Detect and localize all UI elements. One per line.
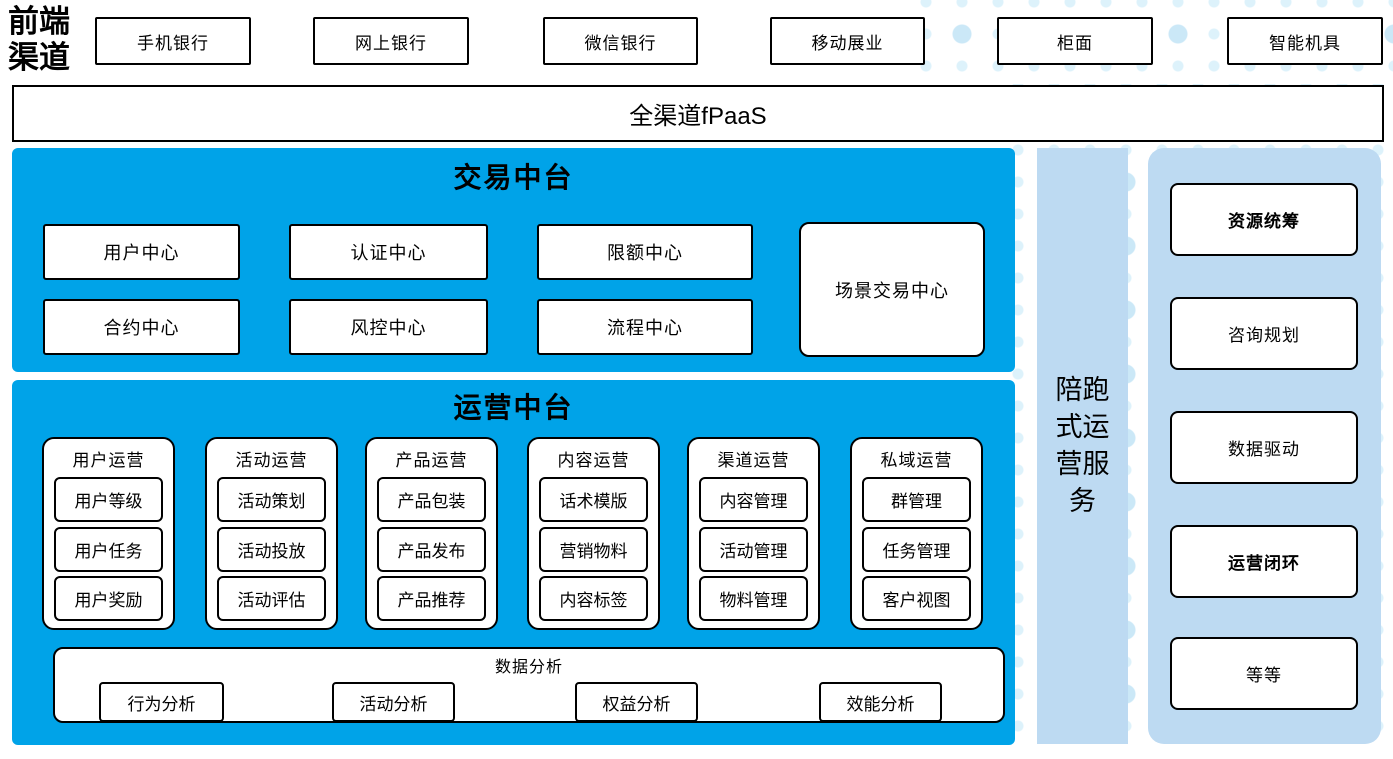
operations-platform-title: 运营中台 xyxy=(453,393,574,424)
transaction-platform-section: 交易中台 用户中心 认证中心 限额中心 合约中心 风控中心 流程中心 场景交易中… xyxy=(12,148,1015,372)
coaching-operations-service-label: 陪跑式运营服务 xyxy=(1055,375,1110,516)
trade-box-process-center: 流程中心 xyxy=(537,299,753,355)
ops-item: 内容管理 xyxy=(699,477,808,522)
ops-column-header: 私域运营 xyxy=(880,451,953,470)
ops-item: 用户奖励 xyxy=(54,576,163,621)
transaction-boxes-grid: 用户中心 认证中心 限额中心 合约中心 风控中心 流程中心 xyxy=(43,224,753,355)
service-box-resource-coordination: 资源统筹 xyxy=(1170,183,1358,256)
data-analysis-panel: 数据分析 行为分析 活动分析 权益分析 效能分析 xyxy=(53,647,1005,723)
trade-box-risk-center: 风控中心 xyxy=(289,299,488,355)
frontend-channels-label: 前端渠道 xyxy=(8,4,70,75)
ops-item: 产品包装 xyxy=(377,477,486,522)
ops-item: 任务管理 xyxy=(862,527,971,572)
trade-box-user-center: 用户中心 xyxy=(43,224,240,280)
ops-item: 活动评估 xyxy=(217,576,326,621)
ops-item: 活动管理 xyxy=(699,527,808,572)
analysis-item-rights: 权益分析 xyxy=(575,682,698,722)
ops-column-header: 内容运营 xyxy=(557,451,630,470)
coaching-operations-service-bar: 陪跑式运营服务 xyxy=(1037,148,1128,744)
ops-column-header: 活动运营 xyxy=(235,451,308,470)
ops-item: 群管理 xyxy=(862,477,971,522)
fpaas-bar: 全渠道fPaaS xyxy=(12,85,1384,142)
ops-item: 内容标签 xyxy=(539,576,648,621)
ops-item: 营销物料 xyxy=(539,527,648,572)
ops-item: 产品发布 xyxy=(377,527,486,572)
ops-item: 话术模版 xyxy=(539,477,648,522)
channel-box-mobile-banking: 手机银行 xyxy=(95,17,251,65)
channel-box-mobile-outreach: 移动展业 xyxy=(770,17,925,65)
trade-box-auth-center: 认证中心 xyxy=(289,224,488,280)
ops-item: 活动投放 xyxy=(217,527,326,572)
channel-box-online-banking: 网上银行 xyxy=(313,17,469,65)
ops-column-activity: 活动运营 活动策划 活动投放 活动评估 xyxy=(205,437,338,630)
ops-column-header: 产品运营 xyxy=(395,451,468,470)
data-analysis-title: 数据分析 xyxy=(494,659,563,676)
trade-box-limit-center: 限额中心 xyxy=(537,224,753,280)
ops-column-product: 产品运营 产品包装 产品发布 产品推荐 xyxy=(365,437,498,630)
ops-column-header: 渠道运营 xyxy=(717,451,790,470)
ops-item: 用户任务 xyxy=(54,527,163,572)
transaction-platform-title: 交易中台 xyxy=(453,163,574,194)
ops-column-content: 内容运营 话术模版 营销物料 内容标签 xyxy=(527,437,660,630)
scene-transaction-center-box: 场景交易中心 xyxy=(799,222,985,357)
ops-column-private-domain: 私域运营 群管理 任务管理 客户视图 xyxy=(850,437,983,630)
service-box-data-driven: 数据驱动 xyxy=(1170,411,1358,484)
channel-box-counter: 柜面 xyxy=(997,17,1153,65)
service-box-operations-loop: 运营闭环 xyxy=(1170,525,1358,598)
ops-item: 物料管理 xyxy=(699,576,808,621)
ops-column-header: 用户运营 xyxy=(72,451,145,470)
ops-item: 用户等级 xyxy=(54,477,163,522)
ops-item: 活动策划 xyxy=(217,477,326,522)
trade-box-contract-center: 合约中心 xyxy=(43,299,240,355)
operations-platform-section: 运营中台 用户运营 用户等级 用户任务 用户奖励 活动运营 活动策划 活动投放 … xyxy=(12,380,1015,745)
analysis-item-efficiency: 效能分析 xyxy=(819,682,942,722)
service-box-etc: 等等 xyxy=(1170,637,1358,710)
channel-box-smart-machines: 智能机具 xyxy=(1227,17,1383,65)
ops-column-user: 用户运营 用户等级 用户任务 用户奖励 xyxy=(42,437,175,630)
ops-item: 产品推荐 xyxy=(377,576,486,621)
analysis-item-activity: 活动分析 xyxy=(332,682,455,722)
channel-box-wechat-banking: 微信银行 xyxy=(543,17,698,65)
service-box-consulting-planning: 咨询规划 xyxy=(1170,297,1358,370)
service-panel: 资源统筹 咨询规划 数据驱动 运营闭环 等等 xyxy=(1148,148,1381,744)
analysis-item-behavior: 行为分析 xyxy=(99,682,224,722)
ops-item: 客户视图 xyxy=(862,576,971,621)
ops-column-channel: 渠道运营 内容管理 活动管理 物料管理 xyxy=(687,437,820,630)
